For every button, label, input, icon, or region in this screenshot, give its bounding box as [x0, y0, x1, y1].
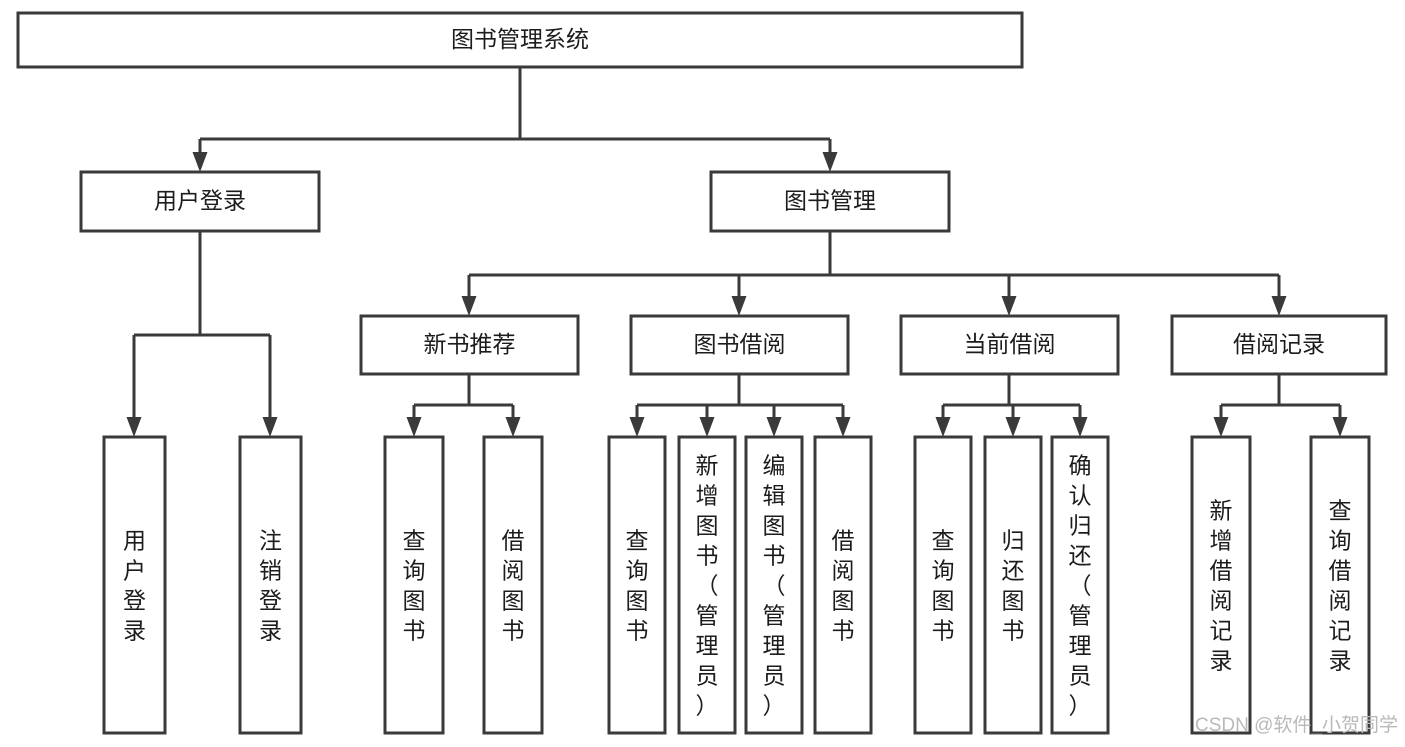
- level4-leaf-box[interactable]: [913, 435, 973, 735]
- level2-node-label: 图书管理: [784, 188, 876, 214]
- arrow-head-icon: [192, 152, 208, 172]
- node-leaf-add-record[interactable]: 新增借阅记录: [1190, 435, 1252, 735]
- connector-recommend-to-leaves: [406, 374, 521, 437]
- level4-leaf-label: 查询图书: [626, 527, 649, 643]
- level2-node-box[interactable]: [79, 170, 321, 233]
- level4-leaf-label: 借阅图书: [502, 527, 525, 643]
- root-node-label: 图书管理系统: [451, 26, 589, 52]
- connector-borrow-to-leaves: [629, 374, 851, 437]
- root-node-box[interactable]: [16, 11, 1024, 69]
- node-root[interactable]: 图书管理系统: [16, 11, 1024, 69]
- node-borrow-record[interactable]: 借阅记录: [1170, 314, 1388, 376]
- level4-leaf-label: 确认归还（管理员）: [1069, 452, 1092, 718]
- node-leaf-add-book[interactable]: 新增图书（管理员）: [677, 435, 737, 735]
- arrow-head-icon: [1001, 296, 1017, 316]
- node-leaf-user-login[interactable]: 用户登录: [102, 435, 167, 735]
- arrow-head-icon: [1005, 417, 1021, 437]
- level4-leaf-label: 新增图书（管理员）: [696, 452, 719, 718]
- arrow-head-icon: [835, 417, 851, 437]
- level4-leaf-box[interactable]: [482, 435, 544, 735]
- level2-node-box[interactable]: [709, 170, 951, 233]
- arrow-head-icon: [935, 417, 951, 437]
- level4-leaf-box[interactable]: [813, 435, 873, 735]
- level4-leaf-box[interactable]: [1190, 435, 1252, 735]
- arrow-head-icon: [461, 296, 477, 316]
- node-leaf-confirm-return[interactable]: 确认归还（管理员）: [1050, 435, 1110, 735]
- node-leaf-query-record[interactable]: 查询借阅记录: [1309, 435, 1371, 735]
- level3-node-label: 当前借阅: [964, 331, 1056, 357]
- connector-current-to-leaves: [935, 374, 1088, 437]
- node-current-borrow[interactable]: 当前借阅: [899, 314, 1120, 376]
- level4-leaf-label: 用户登录: [123, 527, 146, 643]
- csdn-watermark: CSDN @软件_小贺同学: [1195, 714, 1398, 736]
- node-book-borrow[interactable]: 图书借阅: [629, 314, 850, 376]
- level4-leaf-box[interactable]: [102, 435, 167, 735]
- level4-leaf-box[interactable]: [744, 435, 804, 735]
- level4-leaf-label: 注销登录: [259, 527, 282, 643]
- connector-book-manage-to-level3: [461, 231, 1287, 316]
- arrow-head-icon: [1072, 417, 1088, 437]
- arrow-head-icon: [505, 417, 521, 437]
- arrow-head-icon: [822, 152, 838, 172]
- node-leaf-logout[interactable]: 注销登录: [238, 435, 303, 735]
- arrow-head-icon: [1332, 417, 1348, 437]
- arrow-head-icon: [629, 417, 645, 437]
- level3-node-box[interactable]: [1170, 314, 1388, 376]
- arrow-head-icon: [1213, 417, 1229, 437]
- level4-leaf-box[interactable]: [607, 435, 667, 735]
- level4-leaf-label: 借阅图书: [832, 527, 855, 643]
- arrow-head-icon: [406, 417, 422, 437]
- arrow-head-icon: [1271, 296, 1287, 316]
- level3-node-label: 图书借阅: [694, 331, 786, 357]
- level3-node-box[interactable]: [899, 314, 1120, 376]
- level4-leaf-label: 查询借阅记录: [1329, 497, 1352, 673]
- node-leaf-query-book-2[interactable]: 查询图书: [607, 435, 667, 735]
- level3-node-label: 新书推荐: [424, 331, 516, 357]
- arrow-head-icon: [699, 417, 715, 437]
- arrow-head-icon: [766, 417, 782, 437]
- level3-node-box[interactable]: [359, 314, 580, 376]
- level4-leaf-label: 归还图书: [1002, 527, 1025, 643]
- node-leaf-borrow-book-2[interactable]: 借阅图书: [813, 435, 873, 735]
- nodes-layer: 图书管理系统用户登录图书管理新书推荐图书借阅当前借阅借阅记录用户登录注销登录查询…: [16, 11, 1388, 735]
- connector-user-login-to-leaves: [126, 231, 278, 437]
- level4-leaf-label: 查询图书: [403, 527, 426, 643]
- node-new-book-recommend[interactable]: 新书推荐: [359, 314, 580, 376]
- level3-node-label: 借阅记录: [1233, 331, 1325, 357]
- level4-leaf-box[interactable]: [383, 435, 445, 735]
- node-leaf-borrow-book-1[interactable]: 借阅图书: [482, 435, 544, 735]
- level4-leaf-label: 新增借阅记录: [1210, 497, 1233, 673]
- level4-leaf-box[interactable]: [1050, 435, 1110, 735]
- level4-leaf-box[interactable]: [1309, 435, 1371, 735]
- arrow-head-icon: [126, 417, 142, 437]
- level4-leaf-label: 查询图书: [932, 527, 955, 643]
- arrow-head-icon: [262, 417, 278, 437]
- level2-node-label: 用户登录: [154, 188, 246, 214]
- node-leaf-query-book-3[interactable]: 查询图书: [913, 435, 973, 735]
- node-leaf-edit-book[interactable]: 编辑图书（管理员）: [744, 435, 804, 735]
- level4-leaf-label: 编辑图书（管理员）: [763, 452, 786, 718]
- connector-record-to-leaves: [1213, 374, 1348, 437]
- level3-node-box[interactable]: [629, 314, 850, 376]
- node-leaf-return-book[interactable]: 归还图书: [983, 435, 1043, 735]
- level4-leaf-box[interactable]: [677, 435, 737, 735]
- connector-root-to-level2: [192, 67, 838, 172]
- node-user-login[interactable]: 用户登录: [79, 170, 321, 233]
- node-book-manage[interactable]: 图书管理: [709, 170, 951, 233]
- connectors-layer: [126, 67, 1348, 437]
- level4-leaf-box[interactable]: [238, 435, 303, 735]
- level4-leaf-box[interactable]: [983, 435, 1043, 735]
- node-leaf-query-book-1[interactable]: 查询图书: [383, 435, 445, 735]
- arrow-head-icon: [731, 296, 747, 316]
